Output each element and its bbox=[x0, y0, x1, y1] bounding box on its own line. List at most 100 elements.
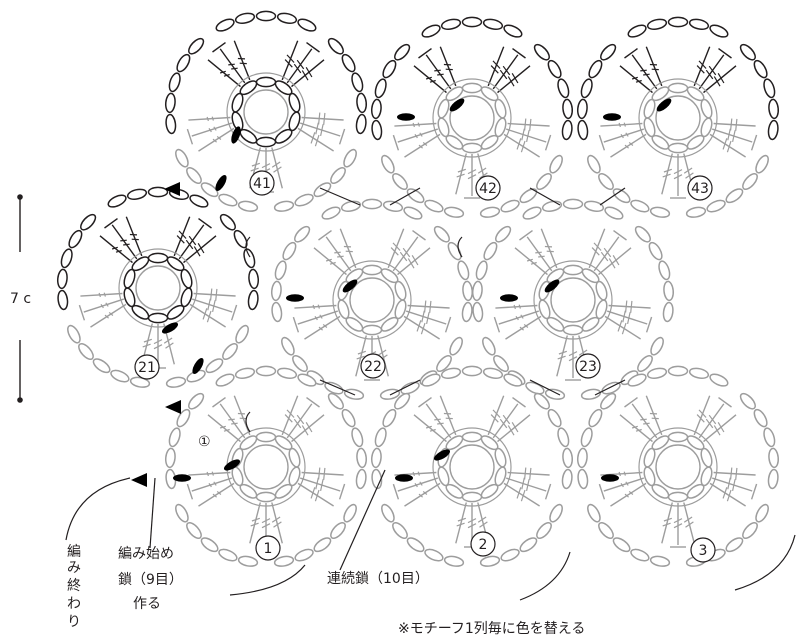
treble-stitch bbox=[610, 482, 647, 507]
treble-stitch bbox=[193, 292, 236, 297]
chain-stitch bbox=[248, 268, 260, 290]
stitch-bar bbox=[223, 428, 230, 432]
stitch-bar bbox=[600, 251, 609, 262]
treble-stitch bbox=[631, 54, 658, 90]
stitch-bar bbox=[261, 523, 271, 529]
chain-stitch bbox=[637, 355, 653, 372]
stitch-bar bbox=[301, 70, 309, 81]
stitch-cap bbox=[212, 397, 226, 408]
slip-stitch bbox=[433, 449, 451, 461]
chain-stitch bbox=[685, 206, 707, 218]
stitch-cap bbox=[412, 230, 426, 241]
chain-stitch bbox=[165, 113, 177, 135]
stitch-bar bbox=[713, 425, 721, 436]
stitch-bar bbox=[722, 138, 728, 150]
stitch-bar bbox=[640, 418, 647, 421]
stitch-bar bbox=[526, 258, 533, 262]
stitch-bar bbox=[492, 60, 501, 69]
stitch-bar bbox=[412, 471, 415, 477]
stitch-bar bbox=[219, 70, 226, 74]
stitch-bar bbox=[617, 320, 623, 332]
chain-stitch bbox=[549, 503, 563, 523]
chain-stitch bbox=[562, 264, 584, 276]
stitch-bar bbox=[732, 130, 736, 143]
stitch-bar bbox=[521, 477, 525, 490]
chain-stitch bbox=[479, 206, 501, 218]
stitch-bar bbox=[591, 247, 600, 256]
stitch-bar bbox=[202, 308, 208, 320]
treble-stitch bbox=[111, 224, 138, 260]
stitch-bar bbox=[627, 312, 631, 325]
stitch-bar bbox=[143, 338, 152, 343]
stitch-bar bbox=[437, 422, 444, 425]
stitch-cap bbox=[544, 483, 552, 500]
stitch-cap bbox=[78, 304, 86, 321]
stitch-bar bbox=[625, 132, 629, 137]
chain-stitch bbox=[294, 193, 314, 207]
stitch-bar bbox=[390, 247, 399, 256]
chain-stitch bbox=[271, 301, 283, 323]
chain-stitch bbox=[188, 37, 205, 55]
chain-stitch bbox=[576, 447, 588, 469]
centre-ring bbox=[349, 277, 395, 323]
stitch-bar bbox=[698, 60, 707, 69]
chain-stitch bbox=[562, 198, 584, 210]
chain-stitch bbox=[222, 343, 238, 360]
stitch-bar bbox=[568, 356, 578, 362]
finish-char: 編 bbox=[67, 544, 81, 560]
stitch-bar bbox=[208, 127, 212, 133]
chain-stitch bbox=[215, 18, 235, 32]
stitch-bar bbox=[392, 242, 401, 251]
stitch-bar bbox=[273, 521, 282, 528]
stitch-bar bbox=[673, 174, 683, 180]
chain-stitch bbox=[649, 206, 671, 218]
measurement-label: 7 c bbox=[10, 291, 31, 307]
stitch-bar bbox=[418, 493, 423, 498]
stitch-cap bbox=[718, 48, 732, 59]
stitch-bar bbox=[557, 355, 566, 360]
chain-stitch bbox=[471, 280, 483, 302]
stitch-bar bbox=[424, 300, 427, 313]
chain-stitch bbox=[767, 119, 779, 141]
stitch-bar bbox=[507, 76, 515, 87]
stitch-bar bbox=[683, 516, 693, 523]
motif-number-circle bbox=[690, 537, 716, 563]
stitch-cap bbox=[624, 397, 638, 408]
stitch-bar bbox=[228, 63, 235, 66]
stitch-bar bbox=[467, 169, 477, 175]
chain-stitch bbox=[403, 206, 423, 220]
chain-stitch bbox=[234, 12, 256, 24]
stitch-bar bbox=[206, 310, 212, 323]
treble-stitch bbox=[503, 482, 540, 507]
stitch-bar bbox=[314, 489, 320, 502]
stitch-bar bbox=[165, 342, 174, 349]
chain-stitch bbox=[330, 522, 346, 539]
chain-stitch bbox=[755, 503, 769, 523]
stitch-bar bbox=[518, 304, 521, 309]
stitch-bar bbox=[213, 481, 217, 486]
treble-stitch bbox=[387, 228, 405, 269]
chain-stitch bbox=[330, 167, 346, 184]
stitch-bar bbox=[402, 247, 411, 258]
treble-stitch bbox=[439, 46, 457, 87]
stitch-bar bbox=[208, 482, 212, 488]
treble-stitch bbox=[125, 216, 143, 257]
stitch-cap bbox=[338, 483, 346, 500]
stitch-bar bbox=[301, 425, 309, 436]
stitch-bar bbox=[492, 409, 501, 418]
chain-stitch bbox=[392, 173, 408, 190]
chain-stitch bbox=[276, 12, 298, 24]
stitch-bar bbox=[530, 261, 537, 265]
treble-stitch bbox=[286, 48, 313, 84]
chain-stitch bbox=[630, 199, 650, 213]
chain-stitch bbox=[461, 365, 483, 377]
chain-stitch bbox=[68, 229, 83, 249]
stitch-bar bbox=[713, 76, 721, 87]
stitch-bar bbox=[319, 314, 323, 319]
chain-stitch bbox=[110, 369, 130, 383]
chain-stitch bbox=[180, 268, 193, 289]
treble-stitch bbox=[683, 502, 695, 544]
stitch-bar bbox=[419, 481, 423, 486]
treble-stitch bbox=[507, 122, 550, 127]
chain-stitch bbox=[371, 119, 383, 141]
